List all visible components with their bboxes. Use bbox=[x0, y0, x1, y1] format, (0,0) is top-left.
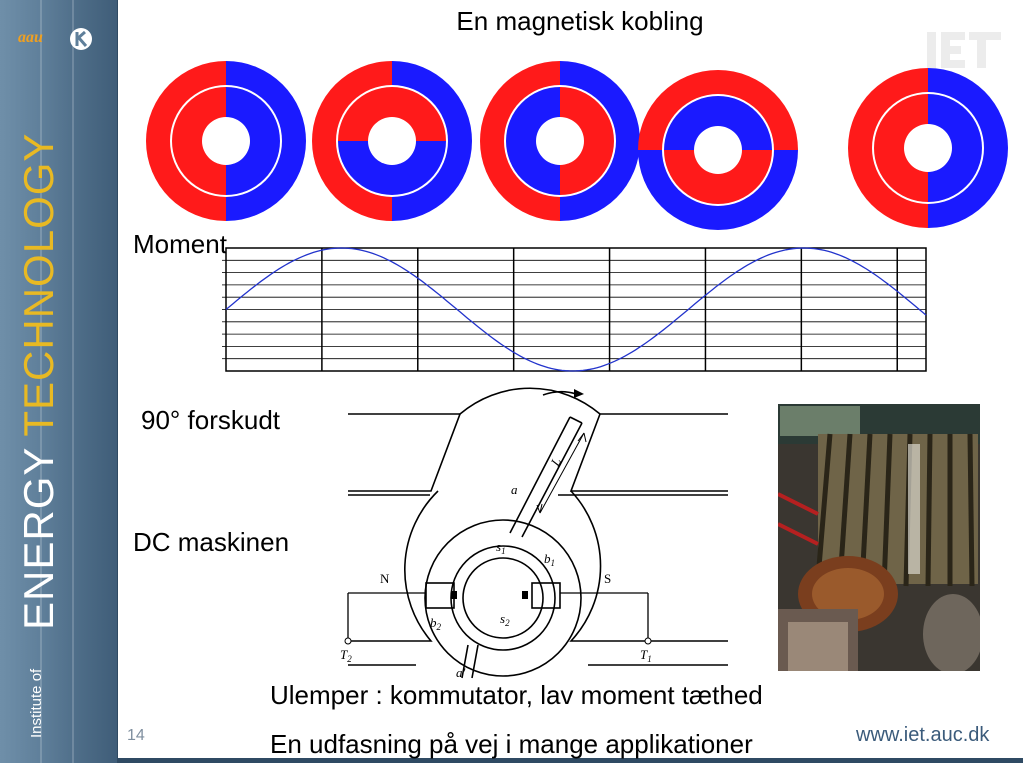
north-pole-label: N bbox=[380, 571, 390, 586]
inner-blue-half bbox=[506, 87, 560, 195]
inner-blue-half bbox=[928, 94, 982, 202]
shifted-label: 90° forskudt bbox=[141, 405, 281, 435]
phase-out-text: En udfasning på vej i mange applikatione… bbox=[270, 729, 753, 759]
dc-machine-diagram: a a' L s1 s2 b1 b2 N S T1 T2 bbox=[340, 387, 728, 680]
coupling-ring-5 bbox=[848, 68, 1008, 228]
inner-red-half bbox=[172, 87, 226, 195]
sidebar: aau ENERGY TECHNOLOGY Institute of bbox=[0, 0, 118, 763]
page-number: 14 bbox=[127, 727, 145, 744]
moment-label: Moment bbox=[133, 229, 227, 259]
conductor-a-prime-label: a' bbox=[456, 665, 466, 680]
aau-logo-text: aau bbox=[18, 29, 43, 46]
inner-blue-half bbox=[664, 96, 772, 150]
coupling-ring-3 bbox=[480, 61, 640, 221]
segment-s2-label: s2 bbox=[500, 611, 510, 628]
brush-b1-label: b1 bbox=[544, 551, 555, 568]
aau-logo-icon bbox=[70, 28, 92, 50]
inner-red-half bbox=[560, 87, 614, 195]
inner-red-half bbox=[338, 87, 446, 141]
sidebar-institute: Institute of bbox=[28, 668, 45, 738]
sidebar-title: ENERGY TECHNOLOGY bbox=[15, 30, 63, 630]
terminal-t1-label: T1 bbox=[640, 647, 652, 664]
coupling-ring-2 bbox=[312, 61, 472, 221]
moment-graph bbox=[222, 247, 927, 372]
brush-b2-label: b2 bbox=[430, 615, 442, 632]
inner-red-half bbox=[664, 150, 772, 204]
coupling-ring-1 bbox=[146, 61, 306, 221]
segment-s1-label: s1 bbox=[496, 539, 506, 556]
shaft-hole bbox=[694, 126, 742, 174]
slide-title: En magnetisk kobling bbox=[456, 6, 704, 36]
arrow-right-icon bbox=[542, 390, 577, 396]
length-label: L bbox=[547, 455, 564, 469]
bottom-line bbox=[117, 758, 1023, 763]
armature-photo bbox=[778, 404, 980, 671]
shaft-hole bbox=[202, 117, 250, 165]
shaft-hole bbox=[904, 124, 952, 172]
moment-series-line bbox=[225, 247, 927, 372]
iet-logo bbox=[927, 32, 1001, 68]
shaft-hole bbox=[536, 117, 584, 165]
drawback-text: Ulemper : kommutator, lav moment tæthed bbox=[270, 680, 763, 710]
frame-line bbox=[117, 0, 118, 763]
dc-machine-label: DC maskinen bbox=[133, 527, 290, 557]
inner-blue-half bbox=[338, 141, 446, 195]
aau-logo: aau bbox=[18, 26, 98, 52]
magnetic-coupling-diagrams bbox=[146, 61, 1008, 230]
inner-blue-half bbox=[226, 87, 280, 195]
south-pole-label: S bbox=[604, 571, 611, 586]
footer-url: www.iet.auc.dk bbox=[856, 724, 990, 746]
terminal-t2-label: T2 bbox=[340, 647, 352, 664]
conductor-a-label: a bbox=[511, 482, 518, 497]
coupling-ring-4 bbox=[638, 70, 798, 230]
inner-red-half bbox=[874, 94, 928, 202]
shaft-hole bbox=[368, 117, 416, 165]
sidebar-title-energy: ENERGY bbox=[15, 446, 62, 630]
sidebar-title-technology: TECHNOLOGY bbox=[15, 132, 62, 437]
